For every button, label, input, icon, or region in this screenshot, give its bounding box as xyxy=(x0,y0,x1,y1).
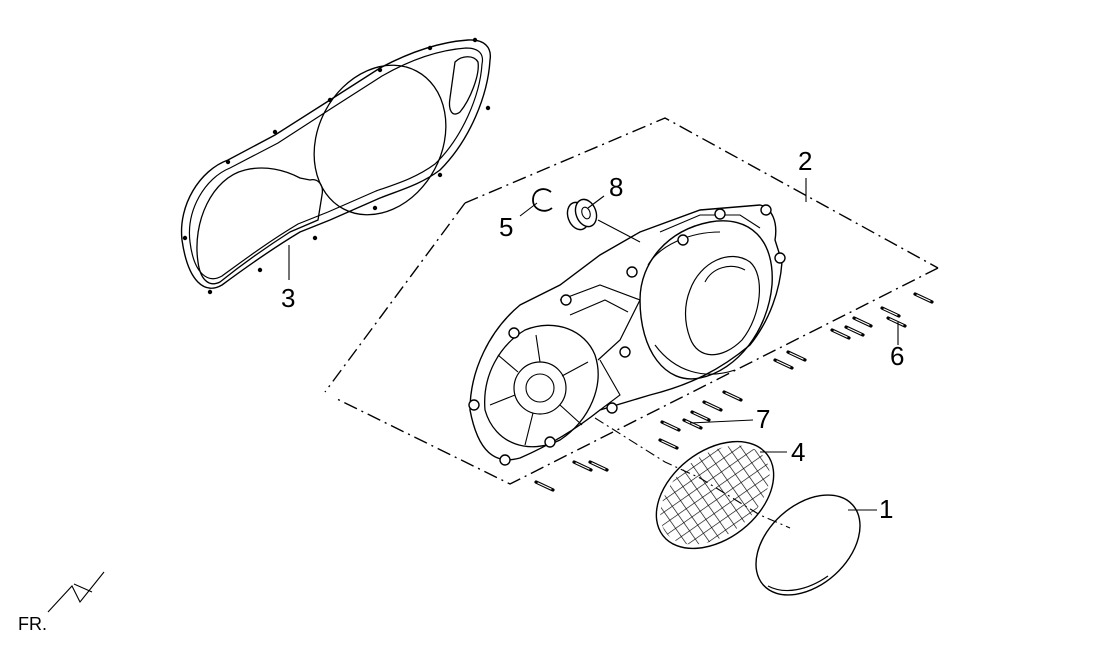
axis-line xyxy=(594,417,791,529)
crankcase-cover-part xyxy=(468,204,786,466)
fr-label: FR. xyxy=(18,614,47,634)
bearing-part xyxy=(566,198,641,243)
orientation-marker: FR. xyxy=(18,571,105,634)
callout-3: 3 xyxy=(281,283,295,313)
leader-lines xyxy=(288,178,899,511)
cover-plate-part xyxy=(755,494,861,596)
callout-2: 2 xyxy=(798,146,812,176)
callout-8: 8 xyxy=(609,172,623,202)
callout-1: 1 xyxy=(879,494,893,524)
callout-5: 5 xyxy=(499,212,513,242)
gasket-part xyxy=(180,37,492,295)
callout-6: 6 xyxy=(890,341,904,371)
callout-labels: 3 2 5 8 6 7 4 1 xyxy=(281,146,904,524)
assembly-boundary xyxy=(324,117,939,485)
circlip-part xyxy=(532,188,553,212)
bolt-set xyxy=(534,292,934,492)
callout-7: 7 xyxy=(756,404,770,434)
callout-4: 4 xyxy=(791,437,805,467)
